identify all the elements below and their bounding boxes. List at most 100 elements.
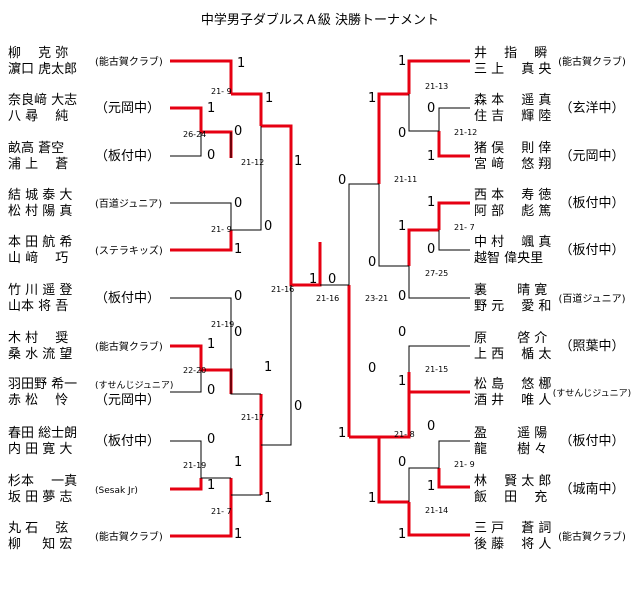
game-count: 1 xyxy=(309,272,317,287)
match-score: 26-24 xyxy=(183,130,206,139)
game-count: 0 xyxy=(234,196,242,211)
bracket-line xyxy=(377,437,409,504)
match-score: 21- 7 xyxy=(454,223,475,232)
bracket-line xyxy=(170,202,232,230)
game-count: 1 xyxy=(234,242,242,257)
player-name: 木 村 奨 xyxy=(8,331,68,346)
bracket-line xyxy=(170,106,203,123)
game-count: 0 xyxy=(207,148,215,163)
club-name: (百道ジュニア) xyxy=(558,292,625,305)
player-name: 山本 将 吾 xyxy=(8,299,68,314)
club-name: (ステラキッズ) xyxy=(95,244,163,257)
page-title: 中学男子ダブルスＡ級 決勝トーナメント xyxy=(200,13,440,28)
bracket-line xyxy=(438,107,470,131)
club-name: (能古賀クラブ) xyxy=(558,530,626,543)
game-count: 1 xyxy=(237,56,245,71)
match-score: 23-21 xyxy=(365,294,388,303)
game-count: 0 xyxy=(398,126,406,141)
bracket-line xyxy=(438,440,470,468)
player-name: 三 上 真 央 xyxy=(474,62,551,77)
game-count: 0 xyxy=(207,383,215,398)
game-count: 1 xyxy=(234,527,242,542)
bracket-line xyxy=(407,372,470,394)
bracket-line xyxy=(170,230,233,252)
game-count: 1 xyxy=(294,154,302,169)
game-count: 1 xyxy=(207,478,215,493)
bracket-line xyxy=(408,345,470,372)
player-name: 桑 水 流 望 xyxy=(8,346,72,362)
match-score: 21-17 xyxy=(241,413,264,422)
bracket-line xyxy=(170,440,231,479)
match-score: 21-12 xyxy=(454,128,477,137)
player-name: 奈良﨑 大志 xyxy=(8,92,77,108)
club-name: (能古賀クラブ) xyxy=(95,530,163,543)
player-name: 松 島 悠 梛 xyxy=(474,377,551,392)
game-count: 0 xyxy=(427,242,435,257)
game-count: 1 xyxy=(264,360,272,375)
player-name: 酒 井 唯 人 xyxy=(474,393,551,408)
game-count: 0 xyxy=(264,219,272,234)
match-score: 21- 9 xyxy=(211,225,232,234)
club-name: （照葉中） xyxy=(559,339,624,354)
player-name: 内 田 寛 大 xyxy=(8,441,72,457)
player-name: 住 吉 輝 陸 xyxy=(474,108,551,124)
club-name: （城南中） xyxy=(559,481,624,497)
match-score: 21- 7 xyxy=(211,507,232,516)
game-count: 1 xyxy=(398,54,406,69)
match-score: 21-14 xyxy=(425,506,448,515)
bracket-line xyxy=(437,201,470,230)
bracket-line xyxy=(348,183,379,285)
match-score: 21-19 xyxy=(183,461,206,470)
bracket-line xyxy=(408,467,439,502)
game-count: 1 xyxy=(264,491,272,506)
player-name: 柳 克 弥 xyxy=(8,45,68,61)
game-count: 0 xyxy=(338,173,346,188)
bracket-line xyxy=(407,59,470,94)
game-count: 1 xyxy=(338,426,346,441)
game-count: 1 xyxy=(398,219,406,234)
player-name: 上 西 楯 太 xyxy=(474,347,551,362)
bracket-line xyxy=(170,132,202,157)
player-name: 柳 知 宏 xyxy=(8,536,72,552)
player-name: 濵口 虎太郎 xyxy=(8,62,77,77)
game-count: 0 xyxy=(368,255,376,270)
bracket-line xyxy=(408,94,439,132)
bracket-line xyxy=(438,230,470,251)
club-name: （元岡中） xyxy=(95,393,160,408)
club-name: （板付中） xyxy=(559,243,624,258)
player-name: 野 元 愛 和 xyxy=(474,299,551,314)
game-count: 0 xyxy=(398,325,406,340)
player-name: 三 戸 蒼 詞 xyxy=(474,521,551,536)
match-score: 21- 9 xyxy=(211,87,232,96)
match-score: 21-13 xyxy=(425,82,448,91)
bracket-line xyxy=(199,123,233,158)
bracket-line xyxy=(231,92,263,126)
game-count: 0 xyxy=(207,432,215,447)
bracket-line xyxy=(231,126,262,231)
bracket-line xyxy=(170,344,203,361)
bracket-line xyxy=(170,512,233,538)
player-name: 盈 遥 陽 xyxy=(474,426,547,441)
player-name: 龍 樹 々 xyxy=(474,441,547,457)
club-name: （元岡中） xyxy=(559,149,624,164)
player-name: 結 城 泰 大 xyxy=(8,188,72,203)
player-name: 飯 田 充 xyxy=(474,489,547,505)
player-name: 羽田野 希一 xyxy=(8,377,77,392)
player-name: 宮 﨑 悠 翔 xyxy=(474,156,551,172)
bracket-line xyxy=(289,158,322,287)
bracket-lines xyxy=(170,59,470,538)
player-name: 原 啓 介 xyxy=(474,331,547,346)
game-count: 1 xyxy=(234,455,242,470)
club-name: （板付中） xyxy=(95,149,160,164)
bracket-line xyxy=(379,372,411,439)
bracket-line xyxy=(407,502,470,537)
match-score: 21-16 xyxy=(316,294,339,303)
club-name: （板付中） xyxy=(559,196,624,211)
club-name: (能古賀クラブ) xyxy=(558,55,626,68)
bracket-line xyxy=(170,297,232,334)
bracket-line xyxy=(170,478,203,491)
